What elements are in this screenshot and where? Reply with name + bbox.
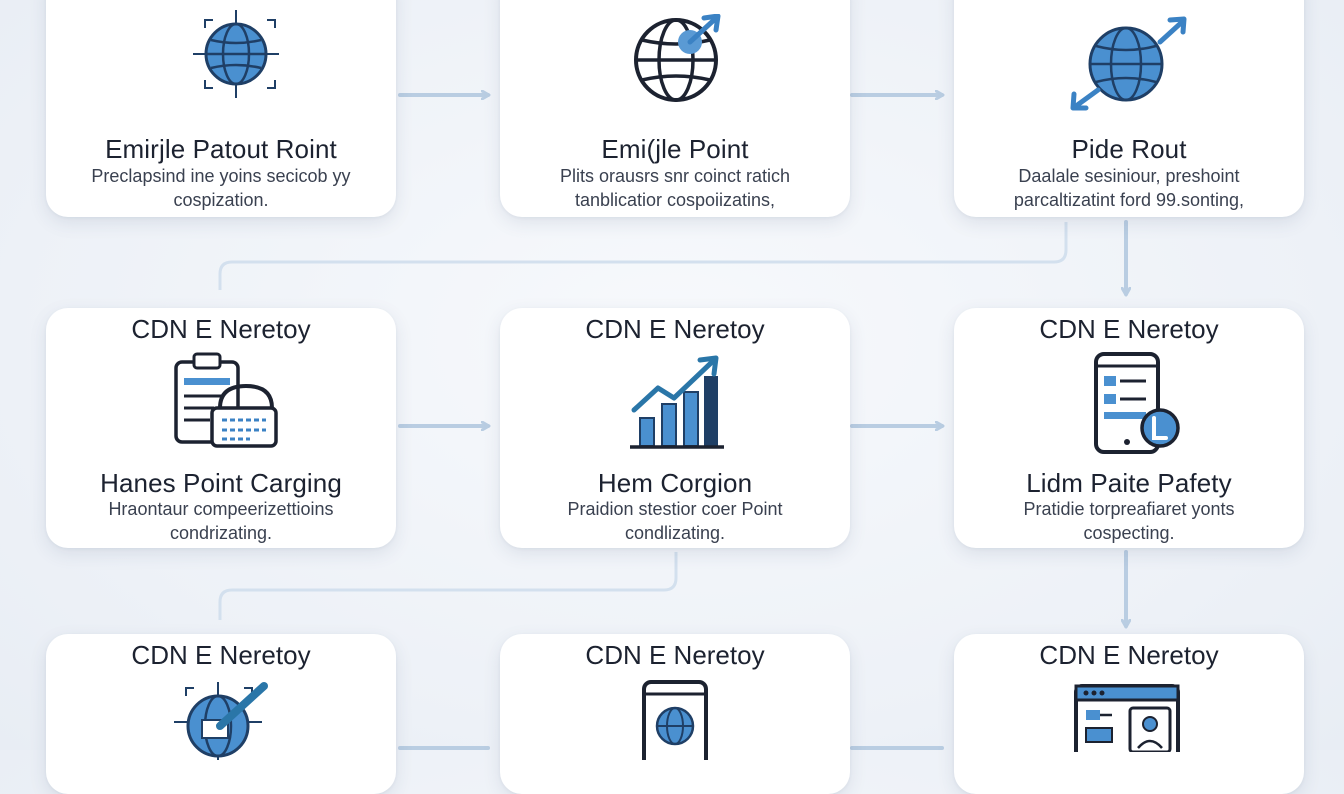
card-header: CDN E Neretoy xyxy=(1039,640,1219,670)
card-title: Hanes Point Carging xyxy=(100,468,342,498)
card-description-line: cospization. xyxy=(173,190,269,210)
card-description-line: condrizating. xyxy=(169,523,273,543)
globe-crosshair-icon xyxy=(193,10,279,98)
connector-line xyxy=(218,222,1068,290)
card-title: Emirjle Patout Roint xyxy=(105,134,337,164)
card-header: CDN E Neretoy xyxy=(585,640,765,670)
card-description: Daalale sesiniour, preshoint parcaltizat… xyxy=(954,164,1304,212)
globe-edit-icon xyxy=(174,682,268,760)
step-card-8[interactable]: CDN E Neretoy xyxy=(500,634,850,794)
bar-chart-trend-icon xyxy=(630,355,724,449)
card-description-line: Hraontaur compeerizettioins xyxy=(108,499,334,519)
card-description: Pratidie torpreafiaret yonts cospecting. xyxy=(954,497,1304,545)
card-title: Hem Corgion xyxy=(597,468,753,498)
card-description: Plits orausrs snr coinct ratich tanblica… xyxy=(500,164,850,212)
card-description-line: parcaltizatint ford 99.sonting, xyxy=(1013,190,1245,210)
card-description-line: Preclapsind ine yoins secicob yy xyxy=(91,166,351,186)
card-title: Lidm Paite Pafety xyxy=(1026,468,1232,498)
tablet-document-icon xyxy=(1094,352,1180,454)
card-header: CDN E Neretoy xyxy=(1039,314,1219,344)
card-description-line: cospecting. xyxy=(1083,523,1175,543)
card-description-line: Plits orausrs snr coinct ratich xyxy=(559,166,791,186)
step-card-6[interactable]: CDN E Neretoy Lidm Paite Pafety Pratidie… xyxy=(954,308,1304,548)
globe-arrow-icon xyxy=(634,14,721,102)
card-description-line: Pratidie torpreafiaret yonts xyxy=(1023,499,1235,519)
step-card-5[interactable]: CDN E Neretoy Hem Corgion Praidion stest… xyxy=(500,308,850,548)
card-description: Praidion stestior coer Point condlizatin… xyxy=(500,497,850,545)
phone-globe-icon xyxy=(642,680,708,760)
card-header: CDN E Neretoy xyxy=(131,314,311,344)
clipboard-lock-icon xyxy=(174,352,278,448)
step-card-4[interactable]: CDN E Neretoy Hanes Point Carging Hraont… xyxy=(46,308,396,548)
card-description-line: Daalale sesiniour, preshoint xyxy=(1018,166,1240,186)
card-header: CDN E Neretoy xyxy=(585,314,765,344)
connectors xyxy=(218,0,1344,750)
flow-diagram: Emirjle Patout Roint Preclapsind ine yoi… xyxy=(46,0,1344,760)
card-description: Preclapsind ine yoins secicob yy cospiza… xyxy=(46,164,396,212)
card-header: CDN E Neretoy xyxy=(131,640,311,670)
step-card-9[interactable]: CDN E Neretoy xyxy=(954,634,1304,794)
step-card-3[interactable]: Pide Rout Daalale sesiniour, preshoint p… xyxy=(954,0,1304,217)
card-title: Emi(jle Point xyxy=(601,134,749,164)
card-title: Pide Rout xyxy=(1071,134,1187,164)
card-description-line: Praidion stestior coer Point xyxy=(567,499,783,519)
step-card-7[interactable]: CDN E Neretoy xyxy=(46,634,396,794)
connector-line xyxy=(218,552,678,620)
card-description: Hraontaur compeerizettioins condrizating… xyxy=(46,497,396,545)
card-description-line: tanblicatior cospoiizatins, xyxy=(574,190,776,210)
browser-profile-icon xyxy=(1074,684,1180,752)
card-description-line: condlizating. xyxy=(624,523,726,543)
step-card-1[interactable]: Emirjle Patout Roint Preclapsind ine yoi… xyxy=(46,0,396,217)
step-card-2[interactable]: Emi(jle Point Plits orausrs snr coinct r… xyxy=(500,0,850,217)
globe-double-arrow-icon xyxy=(1070,16,1187,111)
